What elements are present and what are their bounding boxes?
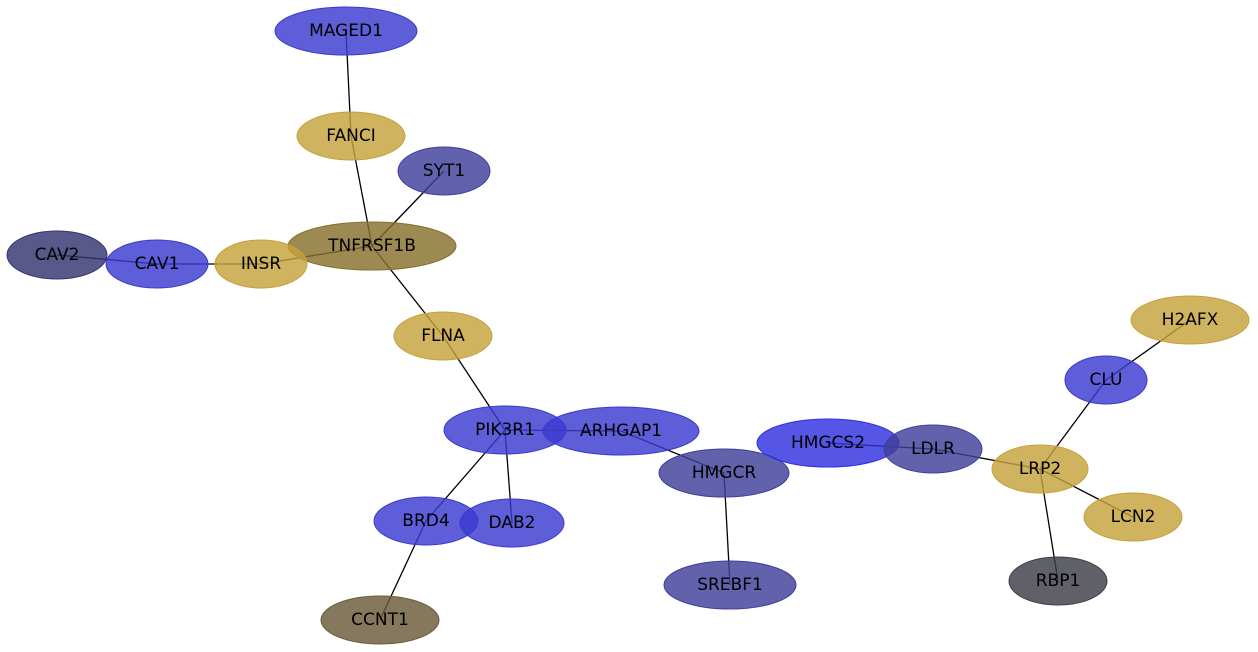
node-label: HMGCS2 bbox=[791, 433, 865, 453]
node-shape bbox=[296, 111, 406, 161]
node-shape bbox=[991, 444, 1089, 494]
node-rbp1[interactable]: RBP1 bbox=[1008, 556, 1108, 606]
node-label: INSR bbox=[241, 254, 282, 274]
node-srebf1[interactable]: SREBF1 bbox=[663, 560, 797, 610]
node-shape bbox=[214, 239, 308, 289]
node-label: FANCI bbox=[326, 126, 375, 146]
node-label: RBP1 bbox=[1036, 571, 1081, 591]
node-shape bbox=[6, 230, 108, 280]
node-shape bbox=[459, 498, 565, 548]
node-label: DAB2 bbox=[489, 513, 536, 533]
node-cav1[interactable]: CAV1 bbox=[105, 239, 209, 289]
node-shape bbox=[542, 406, 700, 456]
node-pik3r1[interactable]: PIK3R1 bbox=[443, 405, 567, 455]
node-label: CAV2 bbox=[35, 245, 80, 265]
node-dab2[interactable]: DAB2 bbox=[459, 498, 565, 548]
node-label: LCN2 bbox=[1111, 507, 1156, 527]
node-label: LDLR bbox=[911, 439, 955, 459]
node-cav2[interactable]: CAV2 bbox=[6, 230, 108, 280]
node-label: BRD4 bbox=[402, 511, 449, 531]
node-label: SYT1 bbox=[423, 161, 465, 181]
node-label: H2AFX bbox=[1162, 310, 1219, 330]
node-shape bbox=[1064, 355, 1148, 405]
node-lrp2[interactable]: LRP2 bbox=[991, 444, 1089, 494]
node-lcn2[interactable]: LCN2 bbox=[1083, 492, 1183, 542]
node-shape bbox=[320, 595, 440, 645]
node-label: PIK3R1 bbox=[475, 420, 535, 440]
node-tnfrsf1b[interactable]: TNFRSF1B bbox=[287, 221, 457, 271]
node-insr[interactable]: INSR bbox=[214, 239, 308, 289]
node-shape bbox=[883, 424, 983, 474]
node-label: CCNT1 bbox=[351, 610, 409, 630]
node-h2afx[interactable]: H2AFX bbox=[1130, 295, 1250, 345]
node-fanci[interactable]: FANCI bbox=[296, 111, 406, 161]
node-ccnt1[interactable]: CCNT1 bbox=[320, 595, 440, 645]
node-flna[interactable]: FLNA bbox=[393, 311, 493, 361]
node-shape bbox=[658, 448, 790, 498]
node-shape bbox=[393, 311, 493, 361]
node-label: CLU bbox=[1090, 370, 1123, 390]
node-label: CAV1 bbox=[135, 254, 180, 274]
node-shape bbox=[663, 560, 797, 610]
node-label: ARHGAP1 bbox=[580, 421, 662, 441]
edge-layer bbox=[56, 30, 1191, 621]
node-shape bbox=[1130, 295, 1250, 345]
node-shape bbox=[274, 6, 418, 56]
node-label: SREBF1 bbox=[697, 575, 763, 595]
node-shape bbox=[1083, 492, 1183, 542]
node-clu[interactable]: CLU bbox=[1064, 355, 1148, 405]
node-label: HMGCR bbox=[692, 463, 756, 483]
node-hmgcr[interactable]: HMGCR bbox=[658, 448, 790, 498]
node-label: LRP2 bbox=[1019, 459, 1061, 479]
node-label: MAGED1 bbox=[309, 21, 383, 41]
node-label: TNFRSF1B bbox=[327, 236, 416, 256]
node-ldlr[interactable]: LDLR bbox=[883, 424, 983, 474]
node-hmgcs2[interactable]: HMGCS2 bbox=[756, 418, 900, 468]
node-syt1[interactable]: SYT1 bbox=[397, 146, 491, 196]
node-shape bbox=[1008, 556, 1108, 606]
node-maged1[interactable]: MAGED1 bbox=[274, 6, 418, 56]
node-label: FLNA bbox=[421, 326, 465, 346]
node-arhgap1[interactable]: ARHGAP1 bbox=[542, 406, 700, 456]
node-shape bbox=[105, 239, 209, 289]
node-brd4[interactable]: BRD4 bbox=[373, 496, 479, 546]
node-shape bbox=[397, 146, 491, 196]
